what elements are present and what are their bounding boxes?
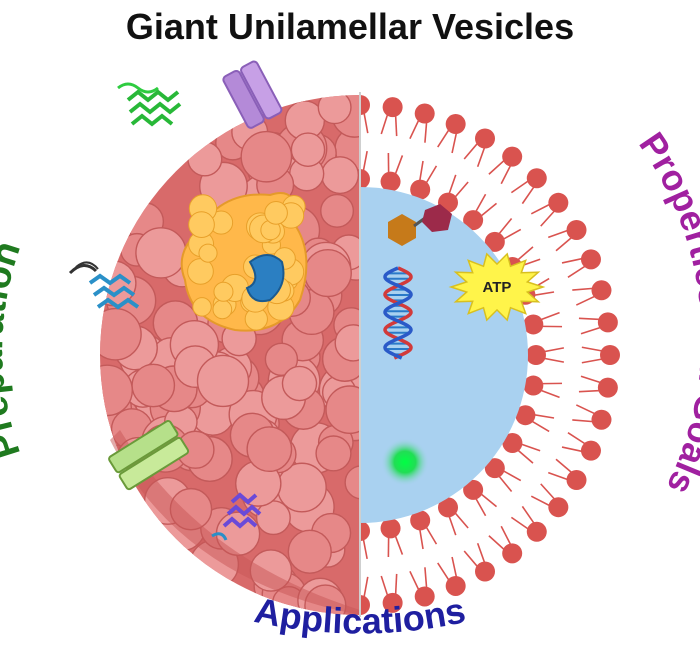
lipid-bilayer [360,95,620,615]
fluorescent-glow-icon [381,438,429,486]
protein-green-helix-icon [117,82,182,127]
organelle-blue [245,254,285,303]
lipid-blob-texture [100,95,360,615]
diagram-title: Giant Unilamellar Vesicles [125,6,575,47]
dna-helix-icon [383,266,413,360]
atp-burst-icon [448,252,546,322]
label-preparation: Preparation [0,236,29,463]
label-properties-goals: Properties and Goals [631,125,700,501]
nucleus-cluster [180,192,308,332]
protein-purple-channel-icon [222,60,283,129]
protein-violet-helix-icon [211,492,262,541]
atp-label: ATP [483,279,512,296]
protein-green-channel-icon [108,419,190,491]
hexagon-molecule-red [422,204,452,232]
lumen-contents: ATP [381,204,546,486]
hexagon-molecule-orange [388,214,416,246]
protein-blue-helix-icon [68,261,140,310]
